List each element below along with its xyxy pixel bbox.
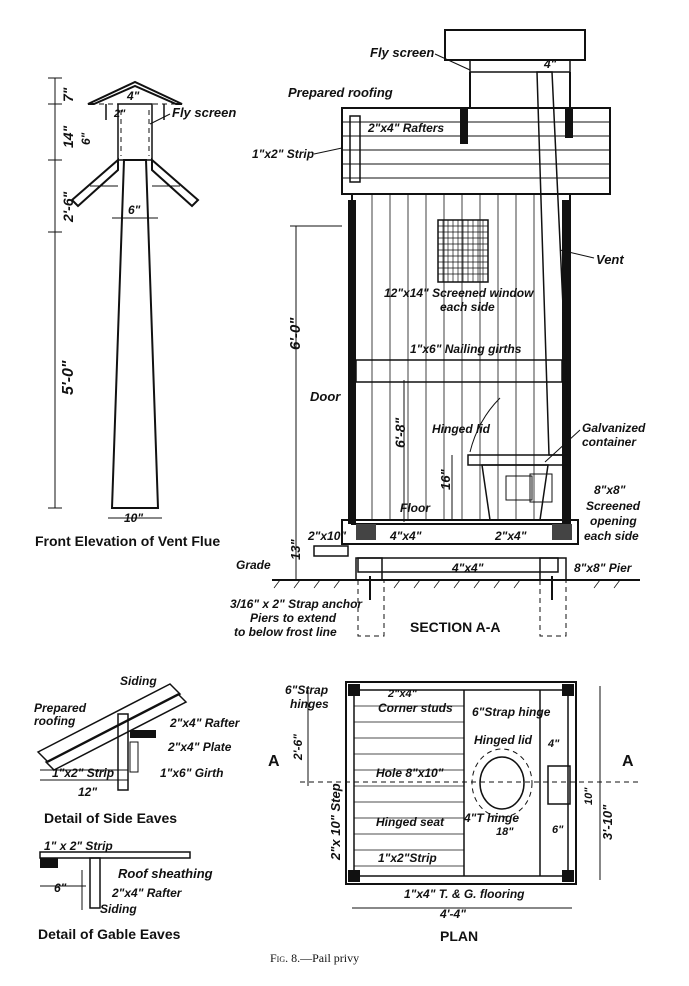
vent-dim-neck: 2'-6" [60,191,76,223]
section-vent-label: Vent [596,252,624,267]
gable-eaves-rafter-label: 2"x4" Rafter [111,886,183,900]
plan-step-label: 2"x 10" Step [328,783,343,861]
section-opening-label-3: opening [590,514,637,528]
section-pier-label: 8"x8" Pier [574,561,633,575]
section-piers-label-1: Piers to extend [250,611,337,625]
section-a-a: 6'-0" 6'-8" 16" 13" Fly screen 4" Prepar… [230,29,646,639]
vent-flue-elevation: 7" 14" 2'-6" 5'-0" 6" 4" 2" 6" 10" Fly s… [35,77,236,549]
side-eaves-roofing-label-1: Prepared [34,701,87,715]
section-container-label-1: Galvanized [582,421,646,435]
section-piers-label-2: to below frost line [234,625,337,639]
side-eaves-roofing-label-2: roofing [34,714,76,728]
vent-dim-inner: 6" [79,132,93,145]
plan-corner-studs-label: Corner studs [378,701,453,715]
section-window-label-2: each side [440,300,495,314]
gable-eaves-strip-label: 1" x 2" Strip [44,839,113,853]
gable-eaves-sheathing-label: Roof sheathing [118,866,213,881]
plan-hinged-seat-label: Hinged seat [376,815,445,829]
plan-strap-hinges-label-1: 6"Strap [285,683,328,697]
vent-flue-title: Front Elevation of Vent Flue [35,533,220,549]
section-opening-label-1: 8"x8" [594,483,626,497]
section-sill-4x4-label: 4"x4" [389,529,422,543]
section-girths-label: 1"x6" Nailing girths [410,342,522,356]
plan-t-hinge-label: 4"T hinge [463,811,519,825]
section-opening-label-4: each side [584,529,639,543]
gable-eaves-siding-label: Siding [100,902,137,916]
figure-number: Fig. 8. [270,951,300,965]
plan-hole-label: Hole 8"x10" [376,766,444,780]
vent-dim-shaft: 5'-0" [60,360,77,395]
figure-title: —Pail privy [299,951,359,965]
plan-view: 6"Strap hinges 2"x4" Corner studs 6"Stra… [268,681,640,944]
section-container-label-2: container [582,435,637,449]
section-base-4x4-label: 4"x4" [451,561,484,575]
vent-dim-cap: 14" [60,125,76,148]
section-window-label-1: 12"x14" Screened window [384,286,534,300]
section-dim-sill: 13" [288,539,303,560]
plan-2x4-label: 2"x4" [387,688,418,700]
plan-strip-label: 1"x2"Strip [378,851,437,865]
section-dim-seat: 16" [438,469,453,490]
gable-eaves-detail: 1" x 2" Strip Roof sheathing 6" 2"x4" Ra… [38,839,213,942]
vent-dim-top: 7" [60,87,76,102]
section-floor-label: Floor [400,501,431,515]
plan-eighteen-in-label: 18" [496,826,514,838]
plan-strap-hinge-label: 6"Strap hinge [472,705,551,719]
plan-four-in-label: 4" [547,738,560,750]
section-sill-2x4-label: 2"x4" [494,529,527,543]
vent-dim-width-base: 10" [124,511,143,525]
side-eaves-title: Detail of Side Eaves [44,810,177,826]
plan-seat-depth-label: 2'-6" [291,734,305,761]
side-eaves-rafter-label: 2"x4" Rafter [169,716,241,730]
gable-eaves-title: Detail of Gable Eaves [38,926,181,942]
figure-caption: Fig. 8.—Pail privy [270,951,359,965]
section-strip-label: 1"x2" Strip [252,147,314,161]
section-strap-anchor-label: 3/16" x 2" Strap anchor [230,597,363,611]
vent-dim-width-top: 4" [126,89,140,103]
side-eaves-overhang-label: 12" [78,785,97,799]
section-dim-door: 6'-8" [392,417,408,448]
side-eaves-siding-label: Siding [120,674,157,688]
section-opening-label-2: Screened [586,499,641,513]
side-eaves-detail: Siding Prepared roofing 2"x4" Rafter 2"x… [34,674,241,826]
section-hinged-lid-label: Hinged lid [432,422,491,436]
section-sill-2x10-label: 2"x10" [307,529,346,543]
section-prepared-roofing-label: Prepared roofing [288,85,393,100]
plan-strap-hinges-label-2: hinges [290,697,329,711]
gable-eaves-overhang-label: 6" [54,881,67,895]
section-grade-label: Grade [236,558,271,572]
section-title: SECTION A-A [410,619,500,635]
side-eaves-strip-label: 1"x2" Strip [52,766,114,780]
plan-depth-label: 3'-10" [600,804,615,840]
plan-six-in-label: 6" [552,824,564,836]
plan-width-label: 4'-4" [439,907,466,921]
vent-dim-width-mid: 6" [128,203,141,217]
plan-hinged-lid-label: Hinged lid [474,733,533,747]
side-eaves-plate-label: 2"x4" Plate [167,740,232,754]
side-eaves-girth-label: 1"x6" Girth [160,766,223,780]
section-four-in-label: 4" [543,57,557,71]
plan-ten-in-label: 10" [583,787,595,805]
section-dim-wall: 6'-0" [287,317,304,350]
plan-section-mark-left: A [268,753,280,770]
section-rafters-label: 2"x4" Rafters [367,121,444,135]
plan-section-mark-right: A [622,753,634,770]
section-door-label: Door [310,389,341,404]
plan-flooring-label: 1"x4" T. & G. flooring [404,887,525,901]
plan-title: PLAN [440,928,478,944]
vent-dim-gap: 2" [113,108,126,120]
section-fly-screen-label: Fly screen [370,45,434,60]
vent-fly-screen-label: Fly screen [172,105,236,120]
